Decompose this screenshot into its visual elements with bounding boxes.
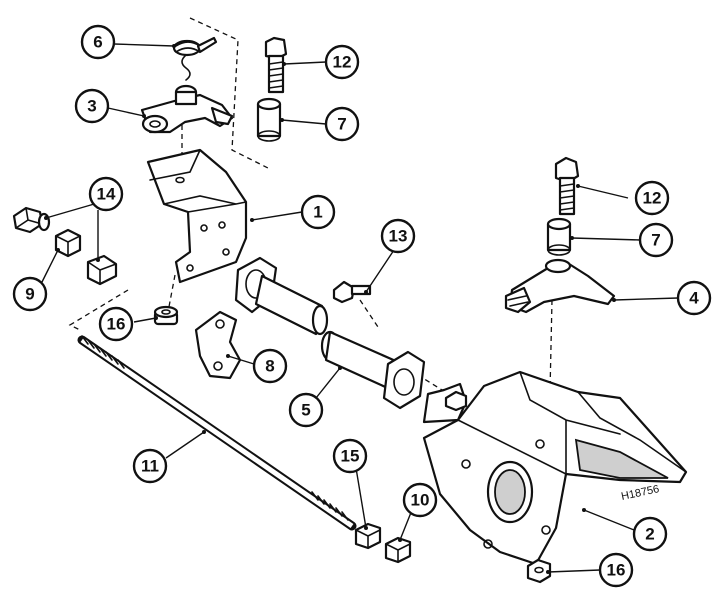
svg-text:15: 15 [341,447,360,466]
svg-text:8: 8 [265,357,274,376]
svg-text:13: 13 [389,227,408,246]
svg-text:7: 7 [651,231,660,250]
lever-arm-part [504,258,616,314]
svg-text:12: 12 [333,53,352,72]
callout-7-upper: 7 [324,106,360,142]
svg-text:4: 4 [689,289,699,308]
callout-9: 9 [12,276,48,312]
spacer-part-7-upper [256,97,282,142]
svg-text:14: 14 [97,185,116,204]
svg-text:9: 9 [25,285,34,304]
callout-12-upper: 12 [324,44,360,80]
callout-13: 13 [380,218,416,254]
callout-8: 8 [252,348,288,384]
callout-11: 11 [132,448,168,484]
svg-text:2: 2 [645,525,654,544]
callout-3: 3 [74,88,110,124]
fitting-part-right [86,254,118,286]
svg-text:12: 12 [643,189,662,208]
nut-part-upper [153,305,179,326]
leader-dots [44,44,616,574]
callout-16-lower: 16 [598,552,634,588]
svg-text:1: 1 [313,203,322,222]
callout-1: 1 [300,194,336,230]
callout-6: 6 [80,24,116,60]
nut-part-lower [526,558,552,584]
pivot-lever-part [140,84,234,134]
tube-flange-upper-part [234,256,329,336]
spacer-part-7-right [546,217,572,256]
bolt-part-12-right [554,156,580,216]
svg-text:5: 5 [301,401,310,420]
svg-text:16: 16 [607,561,626,580]
callout-12-right: 12 [634,180,670,216]
svg-text:16: 16 [107,315,126,334]
callout-7-right: 7 [638,222,674,258]
fitting-part-left [12,206,51,234]
svg-text:3: 3 [87,97,96,116]
callout-4: 4 [676,280,712,316]
drawing-reference: H18756 [620,483,660,503]
fitting-part-10 [384,536,412,564]
svg-text:10: 10 [411,491,430,510]
bolt-part-13 [332,280,372,304]
callout-leaders [39,43,679,573]
plate-part [194,310,242,380]
callout-15: 15 [332,438,368,474]
fitting-part-15 [354,522,382,550]
svg-text:7: 7 [337,115,346,134]
svg-text:11: 11 [141,457,159,476]
callout-14: 14 [88,176,124,212]
spring-part [172,36,218,81]
callout-5: 5 [288,392,324,428]
tube-flange-lower-part [320,330,426,410]
bolt-part-12-upper [264,36,288,94]
union-block-part [54,228,82,258]
threaded-rod-part [77,335,357,531]
mounting-bracket-part [146,148,248,284]
svg-text:6: 6 [93,33,102,52]
callout-10: 10 [402,482,438,518]
callout-16-upper: 16 [98,306,134,342]
callout-2: 2 [632,516,668,552]
